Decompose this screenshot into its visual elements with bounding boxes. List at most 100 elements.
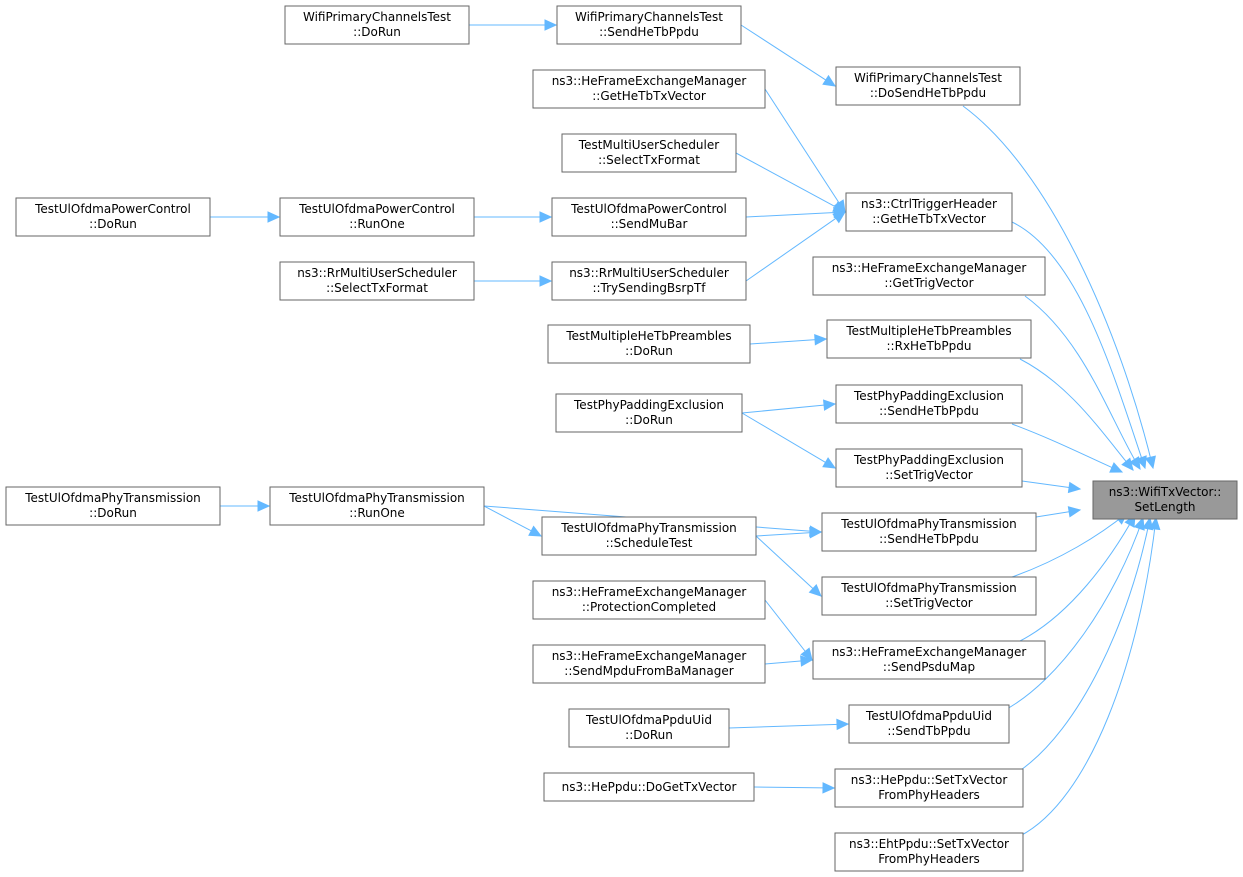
node-label-line: TestUlOfdmaPhyTransmission (840, 581, 1017, 595)
edge-tppe_dorun-to-tppe_sendhetbppdu (741, 399, 837, 414)
node-label-line: ns3::WifiTxVector:: (1109, 485, 1222, 499)
node-label-line: ::DoRun (625, 344, 673, 358)
node-label-line: TestMultiUserScheduler (578, 138, 719, 152)
node-rrmus-trysendingbsrptf[interactable]: ns3::RrMultiUserScheduler::TrySendingBsr… (551, 261, 747, 301)
node-tuopu-dorun[interactable]: TestUlOfdmaPpduUid::DoRun (568, 708, 730, 748)
node-box (269, 486, 485, 526)
node-box (541, 516, 757, 556)
node-ctrltrigger-gethetbtxvector[interactable]: ns3::CtrlTriggerHeader::GetHeTbTxVector (845, 192, 1013, 232)
node-box (812, 256, 1046, 296)
edge-tmus_selecttxformat-to-ctrltrigger_gethetbtxvector (735, 152, 847, 213)
edge-rrmus_selecttxformat-to-rrmus_trysendingbsrptf (474, 275, 553, 287)
node-label-line: TestUlOfdmaPpduUid (585, 713, 712, 727)
node-hfem-gethetbtxvector[interactable]: ns3::HeFrameExchangeManager::GetHeTbTxVe… (532, 69, 766, 109)
node-hfem-gettrigvector[interactable]: ns3::HeFrameExchangeManager::GetTrigVect… (812, 256, 1046, 296)
node-label-line: ::DoRun (625, 413, 673, 427)
node-rrmus-selecttxformat[interactable]: ns3::RrMultiUserScheduler::SelectTxForma… (279, 261, 475, 301)
node-label-line: ns3::HeFrameExchangeManager (832, 261, 1027, 275)
node-box (812, 640, 1046, 680)
node-label-line: TestPhyPaddingExclusion (853, 453, 1004, 467)
node-tppe-dorun[interactable]: TestPhyPaddingExclusion::DoRun (555, 393, 743, 433)
node-label-line: TestUlOfdmaPhyTransmission (288, 491, 465, 505)
node-label-line: TestUlOfdmaPowerControl (570, 202, 727, 216)
node-label-line: ns3::HePpdu::SetTxVector (851, 773, 1008, 787)
node-tuopu-sendtbppdu[interactable]: TestUlOfdmaPpduUid::SendTbPpdu (848, 704, 1010, 744)
node-label-line: ::GetHeTbTxVector (872, 212, 986, 226)
node-label-line: SetLength (1134, 500, 1195, 514)
node-label-line: ns3::CtrlTriggerHeader (861, 197, 997, 211)
node-tuopt-scheduletest[interactable]: TestUlOfdmaPhyTransmission::ScheduleTest (541, 516, 757, 556)
node-label-line: ns3::HePpdu::DoGetTxVector (562, 780, 737, 794)
node-box (547, 324, 751, 364)
node-tuopt-settrigvector[interactable]: TestUlOfdmaPhyTransmission::SetTrigVecto… (821, 576, 1037, 616)
node-hfem-sendmpdufrombamanager[interactable]: ns3::HeFrameExchangeManager::SendMpduFro… (532, 644, 766, 684)
node-tuopc-sendmubar[interactable]: TestUlOfdmaPowerControl::SendMuBar (551, 197, 747, 237)
edge-tuopt_scheduletest-to-tuopt_settrigvector (755, 535, 822, 597)
node-box (532, 580, 766, 620)
node-box (279, 197, 475, 237)
node-wpct-dorun[interactable]: WifiPrimaryChannelsTest::DoRun (284, 5, 470, 45)
node-label-line: TestUlOfdmaPhyTransmission (560, 521, 737, 535)
node-label-line: ::SendHeTbPpdu (879, 404, 979, 418)
node-label-line: ::TrySendingBsrpTf (592, 281, 706, 295)
node-label-line: ::RunOne (349, 506, 405, 520)
edge-tppe_sendhetbppdu-to-target (1011, 423, 1124, 473)
node-label-line: ::DoSendHeTbPpdu (870, 86, 986, 100)
node-label-line: ::GetTrigVector (884, 276, 973, 290)
node-label-line: ns3::HeFrameExchangeManager (552, 74, 747, 88)
node-heppdu-dogettxvector[interactable]: ns3::HePpdu::DoGetTxVector (543, 772, 755, 802)
node-tuopc-dorun[interactable]: TestUlOfdmaPowerControl::DoRun (15, 197, 211, 237)
node-box (835, 448, 1023, 488)
node-tuopc-runone[interactable]: TestUlOfdmaPowerControl::RunOne (279, 197, 475, 237)
node-tmus-selecttxformat[interactable]: TestMultiUserScheduler::SelectTxFormat (561, 133, 737, 173)
node-box (556, 5, 742, 45)
node-label-line: TestPhyPaddingExclusion (853, 389, 1004, 403)
node-label-line: WifiPrimaryChannelsTest (854, 71, 1002, 85)
edge-hfem_protectioncompleted-to-hfem_sendpsdumap (764, 599, 813, 661)
edge-tuopu_sendtbppdu-to-target (1004, 516, 1145, 711)
node-box (532, 644, 766, 684)
node-label-line: ::SendPsduMap (883, 660, 975, 674)
edge-ehtppdu_settxvector-to-target (1019, 516, 1161, 837)
edge-tuopc_sendmubar-to-ctrltrigger_gethetbtxvector (745, 206, 847, 219)
node-label-line: ::DoRun (353, 25, 401, 39)
node-box (826, 319, 1032, 359)
node-tuopt-dorun[interactable]: TestUlOfdmaPhyTransmission::DoRun (5, 486, 221, 526)
node-label-line: TestMultipleHeTbPreambles (565, 329, 731, 343)
node-hfem-protectioncompleted[interactable]: ns3::HeFrameExchangeManager::ProtectionC… (532, 580, 766, 620)
node-label-line: TestUlOfdmaPowerControl (34, 202, 191, 216)
edge-hfem_gethetbtxvector-to-ctrltrigger_gethetbtxvector (764, 88, 846, 214)
edge-hfem_gettrigvector-to-target (1024, 295, 1141, 471)
node-label-line: TestUlOfdmaPhyTransmission (840, 517, 1017, 531)
node-box (835, 384, 1023, 424)
node-target[interactable]: ns3::WifiTxVector::SetLength (1092, 480, 1238, 520)
node-label-line: FromPhyHeaders (878, 852, 980, 866)
node-label-line: ns3::HeFrameExchangeManager (832, 645, 1027, 659)
node-box (845, 192, 1013, 232)
node-tppe-settrigvector[interactable]: TestPhyPaddingExclusion::SetTrigVector (835, 448, 1023, 488)
node-tppe-sendhetbppdu[interactable]: TestPhyPaddingExclusion::SendHeTbPpdu (835, 384, 1023, 424)
node-label-line: ::SelectTxFormat (598, 153, 700, 167)
node-wpct-sendhetb[interactable]: WifiPrimaryChannelsTest::SendHeTbPpdu (556, 5, 742, 45)
node-tuopt-runone[interactable]: TestUlOfdmaPhyTransmission::RunOne (269, 486, 485, 526)
node-box (543, 772, 755, 802)
node-label-line: ::RunOne (349, 217, 405, 231)
node-tmhtp-rxhetbppdu[interactable]: TestMultipleHeTbPreambles::RxHeTbPpdu (826, 319, 1032, 359)
node-label-line: FromPhyHeaders (878, 788, 980, 802)
node-box (821, 512, 1037, 552)
edge-tuopt_scheduletest-to-tuopt_sendhetbppdu (755, 526, 823, 539)
node-label-line: ::SendMuBar (611, 217, 688, 231)
node-box (834, 832, 1024, 872)
node-tuopt-sendhetbppdu[interactable]: TestUlOfdmaPhyTransmission::SendHeTbPpdu (821, 512, 1037, 552)
node-box (561, 133, 737, 173)
node-hfem-sendpsdumap[interactable]: ns3::HeFrameExchangeManager::SendPsduMap (812, 640, 1046, 680)
node-tmhtp-dorun[interactable]: TestMultipleHeTbPreambles::DoRun (547, 324, 751, 364)
edge-wpct_sendhetb-to-wpct_dosendhetb (740, 24, 837, 87)
node-label-line: ::SetTrigVector (885, 468, 973, 482)
node-wpct-dosendhetb[interactable]: WifiPrimaryChannelsTest::DoSendHeTbPpdu (835, 66, 1021, 106)
node-box (834, 768, 1024, 808)
node-label-line: TestPhyPaddingExclusion (573, 398, 724, 412)
